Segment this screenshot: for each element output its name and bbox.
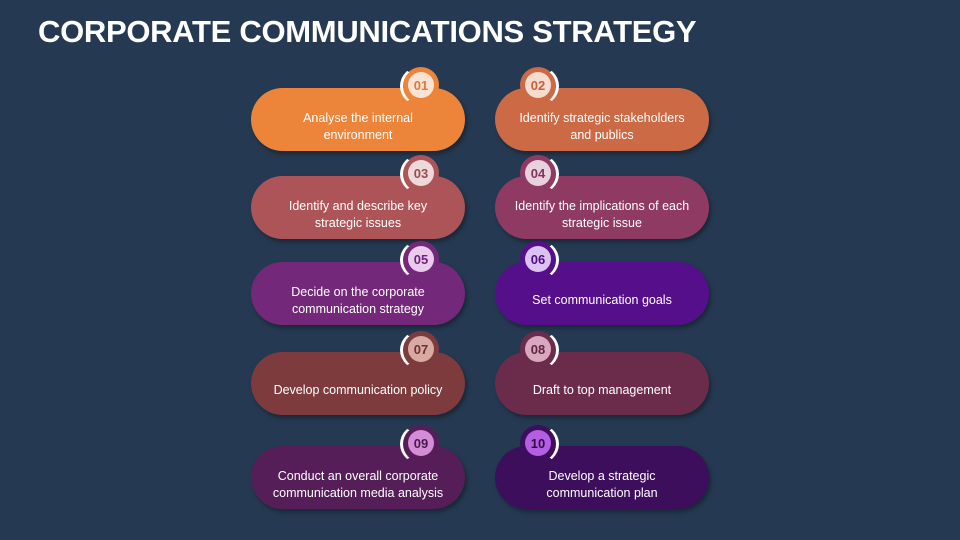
badge-arc	[517, 154, 559, 194]
step-text: Decide on the corporate communication st…	[291, 284, 425, 316]
step-number: 05	[408, 246, 434, 272]
step-number: 10	[525, 430, 551, 456]
badge-arc	[400, 240, 442, 280]
step-number-badge: 06	[517, 240, 559, 280]
step-number-badge: 10	[517, 424, 559, 464]
step-text: Identify the implications of each strate…	[514, 198, 690, 230]
page-title: CORPORATE COMMUNICATIONS STRATEGY	[38, 14, 697, 49]
badge-arc	[517, 330, 559, 370]
step-number: 04	[525, 160, 551, 186]
step-number-badge: 03	[400, 154, 442, 194]
step-number-badge: 07	[400, 330, 442, 370]
step-text: Develop a strategic communication plan	[546, 468, 658, 500]
step-number: 08	[525, 336, 551, 362]
step-text: Set communication goals	[532, 293, 672, 307]
step-number: 02	[525, 72, 551, 98]
step-text: Analyse the internal environment	[303, 110, 413, 142]
step-number: 07	[408, 336, 434, 362]
badge-arc	[400, 154, 442, 194]
step-text: Identify strategic stakeholders and publ…	[519, 110, 685, 142]
step-card-08: Draft to top management	[495, 352, 709, 415]
step-number: 06	[525, 246, 551, 272]
step-number-badge: 05	[400, 240, 442, 280]
badge-arc	[517, 424, 559, 464]
step-text: Develop communication policy	[273, 383, 443, 397]
step-number: 01	[408, 72, 434, 98]
badge-arc	[517, 240, 559, 280]
step-text: Conduct an overall corporate communicati…	[272, 468, 444, 500]
step-number-badge: 08	[517, 330, 559, 370]
badge-arc	[517, 66, 559, 106]
step-number: 03	[408, 160, 434, 186]
step-number-badge: 09	[400, 424, 442, 464]
badge-arc	[400, 330, 442, 370]
step-number-badge: 02	[517, 66, 559, 106]
step-number-badge: 01	[400, 66, 442, 106]
step-text: Draft to top management	[532, 383, 672, 397]
step-text: Identify and describe key strategic issu…	[288, 198, 428, 230]
step-number-badge: 04	[517, 154, 559, 194]
badge-arc	[400, 424, 442, 464]
badge-arc	[400, 66, 442, 106]
step-number: 09	[408, 430, 434, 456]
